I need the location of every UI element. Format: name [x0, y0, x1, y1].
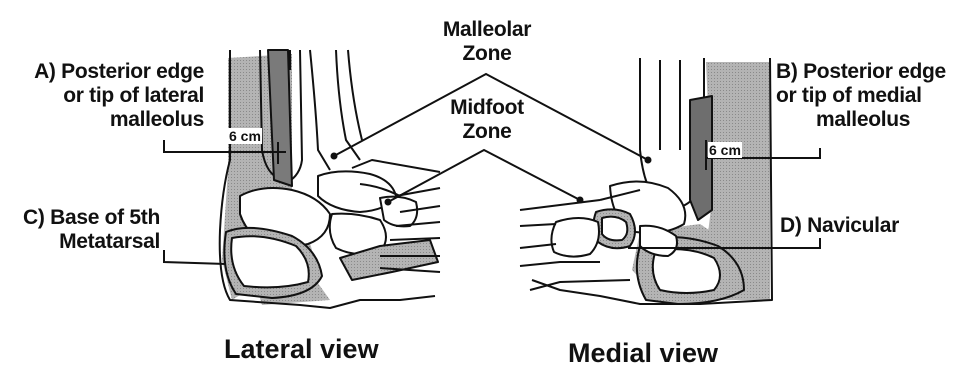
label-b-line-3: malleolus — [776, 108, 972, 132]
medial-foot-illustration — [520, 58, 772, 304]
label-b-line-1: B) Posterior edge — [776, 60, 972, 84]
malleolar-point-medial — [645, 157, 652, 164]
measurement-lateral: 6 cm — [228, 128, 262, 144]
label-a-line-3: malleolus — [4, 108, 204, 132]
midfoot-zone-line-1: Midfoot — [432, 96, 542, 120]
midfoot-point-medial — [577, 197, 584, 204]
label-c-line-1: C) Base of 5th — [4, 206, 160, 230]
label-c-line-2: Metatarsal — [4, 230, 160, 254]
lateral-view-caption: Lateral view — [224, 334, 379, 364]
malleolar-zone-line-2: Zone — [432, 42, 542, 66]
label-d-navicular: D) Navicular — [780, 214, 899, 238]
label-a-line-1: A) Posterior edge — [4, 60, 204, 84]
label-d-text: D) Navicular — [780, 214, 899, 237]
midfoot-point-lateral — [385, 199, 392, 206]
label-b-medial-malleolus: B) Posterior edge or tip of medial malle… — [776, 60, 972, 132]
malleolar-point-lateral — [331, 153, 338, 160]
medial-view-caption: Medial view — [568, 338, 718, 368]
measurement-medial: 6 cm — [708, 142, 742, 158]
lateral-foot-illustration — [220, 50, 440, 308]
malleolar-zone-label: Malleolar Zone — [432, 18, 542, 66]
label-a-lateral-malleolus: A) Posterior edge or tip of lateral mall… — [4, 60, 204, 132]
label-a-line-2: or tip of lateral — [4, 84, 204, 108]
malleolar-zone-line-1: Malleolar — [432, 18, 542, 42]
label-c-fifth-metatarsal: C) Base of 5th Metatarsal — [4, 206, 160, 254]
label-b-line-2: or tip of medial — [776, 84, 972, 108]
midfoot-zone-line-2: Zone — [432, 120, 542, 144]
midfoot-zone-label: Midfoot Zone — [432, 96, 542, 144]
